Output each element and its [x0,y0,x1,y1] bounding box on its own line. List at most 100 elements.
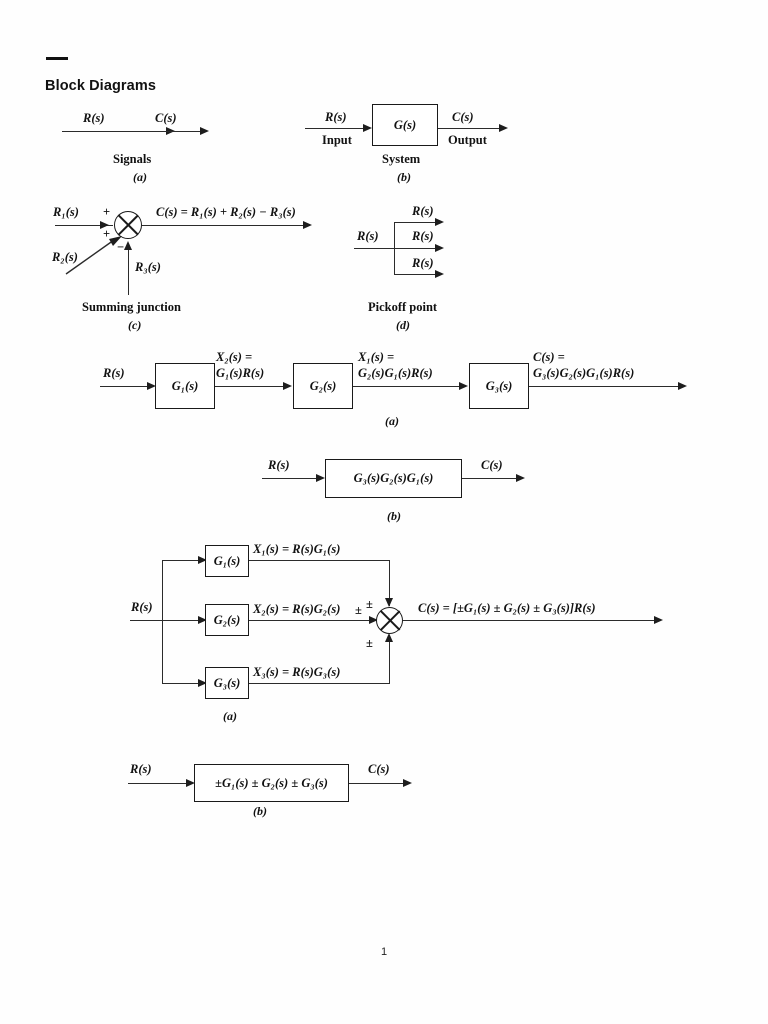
parallel-mid-out-line [249,620,372,622]
parallel-block-g3: G₃(s) [205,667,249,699]
system-output-line [438,128,504,130]
cascade-eq-input-line [262,478,320,480]
caption-pickoff-point: Pickoff point [368,300,438,314]
summing-output-arrowhead [303,220,312,229]
cascade-link-1-arrowhead [283,381,292,390]
signal-arrowhead-1 [166,126,175,135]
cascade-eq-output-arrowhead [516,473,525,482]
label-input-signal: R(s) [83,111,105,125]
pickoff-branch-bottom-arrowhead [435,269,444,278]
label-parallel-signal-x1: X₁(s) = R(s)G₁(s) [253,542,341,556]
label-cascade-output-line1: C(s) = [533,350,565,364]
caption-parallel-eq-letter-b: (b) [253,804,267,818]
label-summing-input3: R₃(s) [135,260,161,274]
cascade-block-g1: G₁(s) [155,363,215,409]
caption-letter-d: (d) [396,318,410,332]
pickoff-branch-top-line [394,222,440,224]
cascade-link-1 [215,386,287,388]
parallel-equivalent-block: ±G₁(s) ± G₂(s) ± G₃(s) [194,764,349,802]
label-pickoff-branch-mid: R(s) [412,229,434,243]
label-cascade-signal-x2-line2: G₁(s)R(s) [216,366,265,380]
summing-sign-minus: − [117,240,125,254]
header-rule-mark [46,57,68,60]
cascade-eq-output-line [462,478,520,480]
parallel-bottom-return [389,636,391,683]
system-input-line [305,128,366,130]
parallel-output-arrowhead [654,615,663,624]
summing-sign-plus-top: + [103,205,111,219]
label-system-input-signal: R(s) [325,110,347,124]
parallel-eq-output-line [349,783,407,785]
parallel-mid-arrowhead [369,615,378,624]
parallel-block-g1: G₁(s) [205,545,249,577]
parallel-input-line [130,620,220,622]
pickoff-mid-arrowhead [435,243,444,252]
page-title: Block Diagrams [45,78,156,94]
parallel-top-return [389,560,391,606]
label-cascade-signal-x1-line2: G₂(s)G₁(s)R(s) [358,366,433,380]
parallel-summing-junction-symbol [376,607,403,634]
label-parallel-output-equation: C(s) = [±G₁(s) ± G₂(s) ± G₃(s)]R(s) [418,601,596,615]
parallel-output-line [403,620,658,622]
parallel-eq-output-arrowhead [403,778,412,787]
label-cascade-signal-x1-line1: X₁(s) = [358,350,395,364]
summing-input1-arrowhead [100,220,109,229]
cascade-block-g2: G₂(s) [293,363,353,409]
label-cascade-output-line2: G₃(s)G₂(s)G₁(s)R(s) [533,366,635,380]
parallel-branch-bottom-line [162,683,220,685]
label-cascade-signal-x2-line1: X₂(s) = [216,350,253,364]
label-parallel-eq-input: R(s) [130,762,152,776]
caption-letter-c: (c) [128,318,142,332]
parallel-branch-bottom-arrowhead [198,678,207,687]
parallel-bottom-out-line [249,683,390,685]
cascade-block-g3: G₃(s) [469,363,529,409]
parallel-block-g2: G₂(s) [205,604,249,636]
cascade-eq-input-arrowhead [316,473,325,482]
pickoff-spine [394,222,396,275]
summing-input2-diagonal [64,236,122,276]
cascade-input-line [100,386,152,388]
signal-arrow-line-2 [134,131,206,133]
summing-sign-plus-bottom: + [103,227,111,241]
parallel-sign-bottom: ± [366,636,373,650]
label-summing-input1: R₁(s) [53,205,79,219]
caption-system: System [382,152,421,166]
caption-letter-a: (a) [133,170,147,184]
pickoff-branch-top-arrowhead [435,217,444,226]
pickoff-branch-bottom-line [394,274,440,276]
label-output-word: Output [448,133,487,147]
caption-letter-b: (b) [397,170,411,184]
label-pickoff-branch-top: R(s) [412,204,434,218]
cascade-input-arrowhead [147,381,156,390]
cascade-output-line [529,386,682,388]
caption-cascade-letter-a: (a) [385,414,399,428]
label-parallel-signal-x3: X₃(s) = R(s)G₃(s) [253,665,341,679]
label-system-output-signal: C(s) [452,110,474,124]
label-input-word: Input [322,133,352,147]
page-number: 1 [380,946,388,958]
system-output-arrowhead [499,123,508,132]
parallel-branch-top-line [162,560,220,562]
parallel-top-return-arrowhead [385,598,393,607]
label-parallel-input: R(s) [131,600,153,614]
label-cascade-eq-input: R(s) [268,458,290,472]
label-pickoff-input: R(s) [357,229,379,243]
signal-arrow-line-1 [62,131,166,133]
cascade-output-arrowhead [678,381,687,390]
summing-input1-line [55,225,113,227]
label-parallel-eq-output: C(s) [368,762,390,776]
label-output-signal: C(s) [155,111,177,125]
cascade-equivalent-block: G₃(s)G₂(s)G₁(s) [325,459,462,498]
parallel-sign-left: ± [355,603,362,617]
cascade-link-2 [353,386,463,388]
summing-input3-arrowhead [124,241,132,250]
parallel-input-arrowhead [198,615,207,624]
caption-cascade-eq-letter-b: (b) [387,509,401,523]
label-cascade-eq-output: C(s) [481,458,503,472]
caption-signals: Signals [113,152,152,166]
pickoff-input-line [354,248,440,250]
caption-summing-junction: Summing junction [82,300,181,314]
parallel-bottom-return-arrowhead [385,633,393,642]
summing-junction-symbol [114,211,142,239]
